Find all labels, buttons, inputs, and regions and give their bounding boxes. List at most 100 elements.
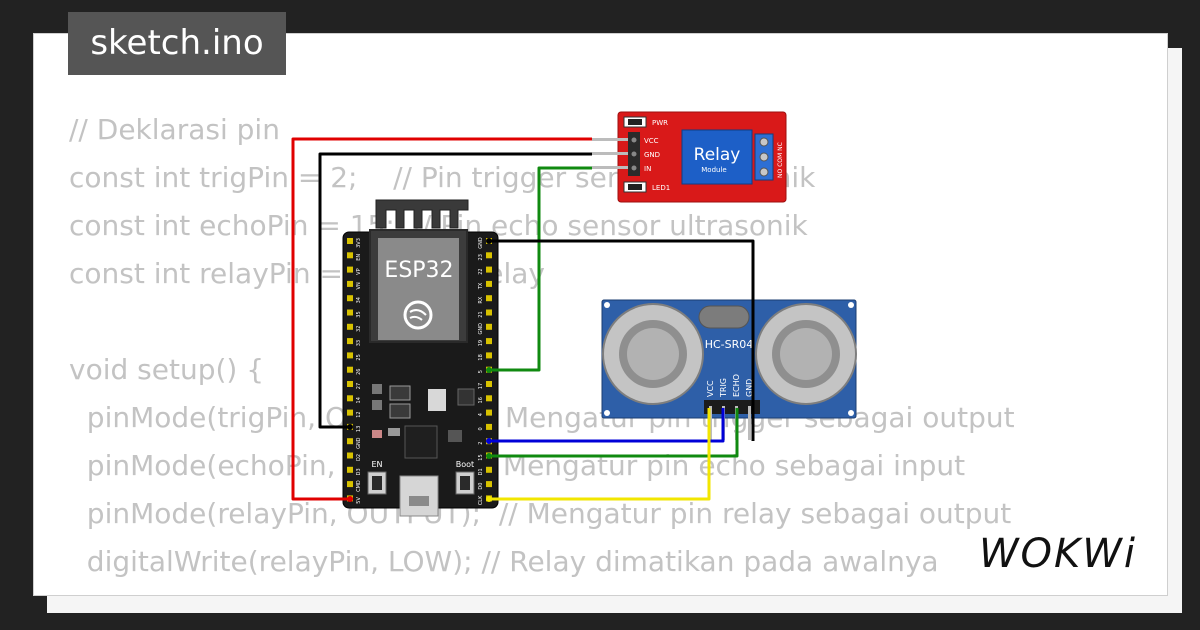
sensor-pin-gnd: GND bbox=[745, 379, 754, 397]
esp32-left-pin-header: 3V3ENVPVN34353233252627141213GNDD2D3CMD5… bbox=[347, 238, 362, 504]
right-pin-label: RX bbox=[478, 296, 484, 303]
right-pin-pad[interactable] bbox=[486, 395, 492, 402]
left-pin-pad[interactable] bbox=[347, 352, 353, 359]
relay-title: Relay bbox=[694, 145, 741, 165]
left-pin-label: D3 bbox=[356, 468, 362, 475]
right-pin-pad[interactable] bbox=[486, 423, 492, 430]
code-line: void setup() { bbox=[69, 353, 265, 386]
left-pin-label: CMD bbox=[356, 480, 362, 492]
left-pin-pad[interactable] bbox=[347, 280, 353, 287]
right-pin-pad[interactable] bbox=[486, 338, 492, 345]
wire-green-relay-in bbox=[489, 166, 592, 372]
relay-subtitle: Module bbox=[701, 166, 726, 174]
left-pin-label: VP bbox=[356, 268, 362, 274]
left-pin-pad[interactable] bbox=[347, 252, 353, 259]
espressif-logo-icon bbox=[403, 300, 433, 330]
code-line: Serial.begin(9600); bbox=[69, 586, 1015, 595]
right-pin-pad[interactable] bbox=[486, 381, 492, 387]
esp32-antenna bbox=[375, 199, 469, 229]
wire-blue-trig bbox=[489, 408, 725, 443]
sensor-pin-vcc: VCC bbox=[706, 380, 715, 397]
left-pin-pad[interactable] bbox=[347, 338, 353, 345]
left-pin-label: 35 bbox=[356, 311, 362, 317]
relay-pin-in: IN bbox=[644, 165, 651, 173]
left-pin-pad[interactable] bbox=[347, 395, 353, 402]
right-pin-label: 4 bbox=[478, 413, 484, 416]
left-pin-label: 34 bbox=[356, 297, 362, 303]
left-pin-label: GND bbox=[356, 437, 362, 449]
hc-sr04-sensor[interactable]: HC-SR04 VCC TRIG ECHO GND bbox=[601, 299, 857, 440]
left-pin-pad[interactable] bbox=[347, 309, 353, 316]
right-pin-label: 17 bbox=[478, 383, 484, 389]
relay-led1-label: LED1 bbox=[652, 184, 670, 192]
left-pin-pad[interactable] bbox=[347, 295, 353, 302]
right-pin-label: 0 bbox=[478, 427, 484, 430]
right-pin-label: CLK bbox=[478, 495, 484, 505]
left-pin-label: 33 bbox=[356, 340, 362, 346]
right-pin-label: GND bbox=[478, 323, 484, 335]
wire-yellow-vcc bbox=[489, 408, 711, 501]
svg-text:WOKWi: WOKWi bbox=[979, 531, 1137, 577]
right-pin-pad[interactable] bbox=[486, 309, 492, 316]
right-pin-pad[interactable] bbox=[486, 295, 492, 302]
relay-module[interactable]: VCC GND IN PWR LED1 Relay Module NO COM … bbox=[592, 111, 787, 203]
left-pin-label: 32 bbox=[356, 326, 362, 332]
esp32-label: ESP32 bbox=[384, 258, 453, 283]
right-pin-pad[interactable] bbox=[486, 266, 492, 273]
sensor-crystal bbox=[698, 305, 750, 329]
right-pin-label: D0 bbox=[478, 483, 484, 490]
left-pin-pad[interactable] bbox=[347, 481, 353, 488]
code-line: // Deklarasi pin bbox=[69, 113, 280, 146]
right-pin-pad[interactable] bbox=[486, 409, 492, 416]
project-filename: sketch.ino bbox=[68, 12, 286, 75]
wire-endpoints bbox=[347, 238, 492, 502]
right-pin-pad[interactable] bbox=[486, 352, 492, 359]
left-pin-pad[interactable] bbox=[347, 466, 353, 473]
left-pin-pad[interactable] bbox=[347, 323, 353, 330]
wire-black-sensor-gnd bbox=[489, 239, 755, 441]
code-line: const int echoPin = 15; // Pin echo sens… bbox=[69, 209, 808, 242]
wire-black-relay-gnd bbox=[318, 152, 592, 429]
left-pin-pad[interactable] bbox=[347, 366, 353, 373]
right-pin-label: D1 bbox=[478, 468, 484, 475]
right-pin-pad[interactable] bbox=[486, 466, 492, 473]
sensor-label: HC-SR04 bbox=[705, 338, 754, 351]
left-pin-label: 12 bbox=[356, 411, 362, 417]
esp32-en-label: EN bbox=[371, 460, 382, 469]
right-pin-label: 16 bbox=[478, 397, 484, 403]
right-pin-label: GND bbox=[478, 237, 484, 249]
right-pin-pad[interactable] bbox=[486, 280, 492, 287]
left-pin-pad[interactable] bbox=[347, 438, 353, 445]
relay-pin-vcc: VCC bbox=[644, 137, 659, 145]
relay-pin-gnd: GND bbox=[644, 151, 660, 159]
right-pin-pad[interactable] bbox=[486, 323, 492, 330]
left-pin-label: 27 bbox=[356, 383, 362, 389]
right-pin-pad[interactable] bbox=[486, 252, 492, 259]
left-pin-label: 14 bbox=[356, 397, 362, 403]
right-pin-label: 15 bbox=[478, 454, 484, 460]
right-pin-label: 2 bbox=[478, 442, 484, 445]
right-pin-label: 21 bbox=[478, 311, 484, 317]
left-pin-label: EN bbox=[356, 254, 362, 261]
left-pin-pad[interactable] bbox=[347, 452, 353, 459]
left-pin-label: 5V bbox=[356, 497, 362, 504]
right-pin-label: 19 bbox=[478, 340, 484, 346]
left-pin-label: 3V3 bbox=[356, 238, 362, 248]
sensor-pin-trig: TRIG bbox=[719, 378, 728, 398]
left-pin-pad[interactable] bbox=[347, 238, 353, 244]
right-pin-pad[interactable] bbox=[486, 481, 492, 488]
left-pin-pad[interactable] bbox=[347, 381, 353, 387]
left-pin-pad[interactable] bbox=[347, 409, 353, 416]
wokwi-logo: WOKWi bbox=[979, 531, 1137, 577]
left-pin-label: D2 bbox=[356, 454, 362, 461]
left-pin-pad[interactable] bbox=[347, 266, 353, 273]
right-pin-label: 5 bbox=[478, 370, 484, 373]
right-pin-label: 18 bbox=[478, 354, 484, 360]
right-pin-label: 23 bbox=[478, 254, 484, 260]
wire-red-vcc bbox=[291, 137, 592, 501]
code-line: digitalWrite(relayPin, LOW); // Relay di… bbox=[69, 545, 939, 578]
left-pin-label: 25 bbox=[356, 354, 362, 360]
esp32-board[interactable]: ESP32 EN Boot 3V3ENVPVN34353233252627141… bbox=[342, 199, 499, 517]
esp32-boot-label: Boot bbox=[456, 460, 474, 469]
